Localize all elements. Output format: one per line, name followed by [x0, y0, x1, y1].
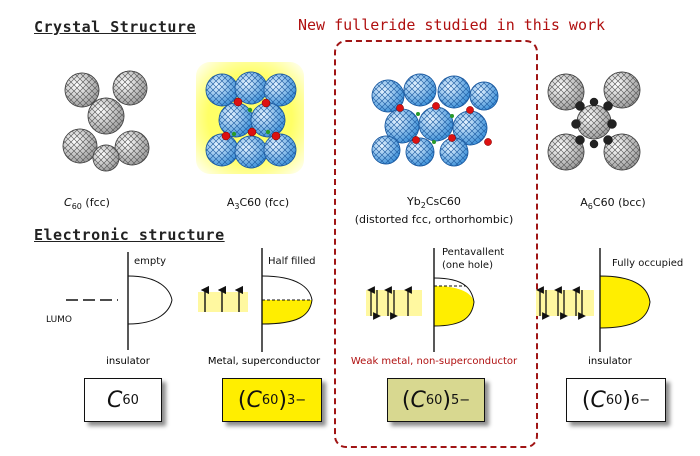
label-pentavalent: Pentavallent	[442, 247, 505, 258]
caption-yb2csc60: Yb2CsC60(distorted fcc, orthorhombic)	[354, 195, 514, 227]
band-diagram-yb2csc60	[366, 248, 475, 352]
label-lumo: LUMO	[46, 315, 73, 325]
state-c60: insulator	[106, 356, 150, 367]
electronic-structure-title: Electronic structure	[34, 226, 225, 244]
state-yb2csc60: Weak metal, non-superconductor	[350, 356, 518, 367]
yb2csc60-structure	[371, 73, 499, 167]
band-diagram-c60	[66, 252, 173, 350]
crystal-structure-title: Crystal Structure	[34, 18, 197, 36]
a3c60-fcc-structure	[205, 71, 297, 169]
highlight-title: New fulleride studied in this work	[298, 16, 606, 34]
label-fully-occupied: Fully occupied	[612, 258, 684, 269]
c60-fcc-structure	[62, 70, 150, 172]
caption-c60-fcc: C60 (fcc)	[64, 196, 110, 212]
state-a6c60: insulator	[588, 356, 632, 367]
caption-a6c60-bcc: A6C60 (bcc)	[580, 196, 646, 212]
band-diagram-a3c60	[198, 248, 313, 352]
highlight-box	[334, 40, 538, 448]
label-half-filled: Half filled	[268, 256, 316, 267]
a6c60-bcc-structure	[547, 71, 641, 171]
state-a3c60: Metal, superconductor	[207, 356, 321, 367]
caption-a3c60-fcc: A3C60 (fcc)	[226, 196, 290, 212]
label-empty: empty	[134, 256, 167, 267]
band-diagram-a6c60	[536, 248, 651, 352]
label-one-hole: (one hole)	[442, 260, 493, 271]
